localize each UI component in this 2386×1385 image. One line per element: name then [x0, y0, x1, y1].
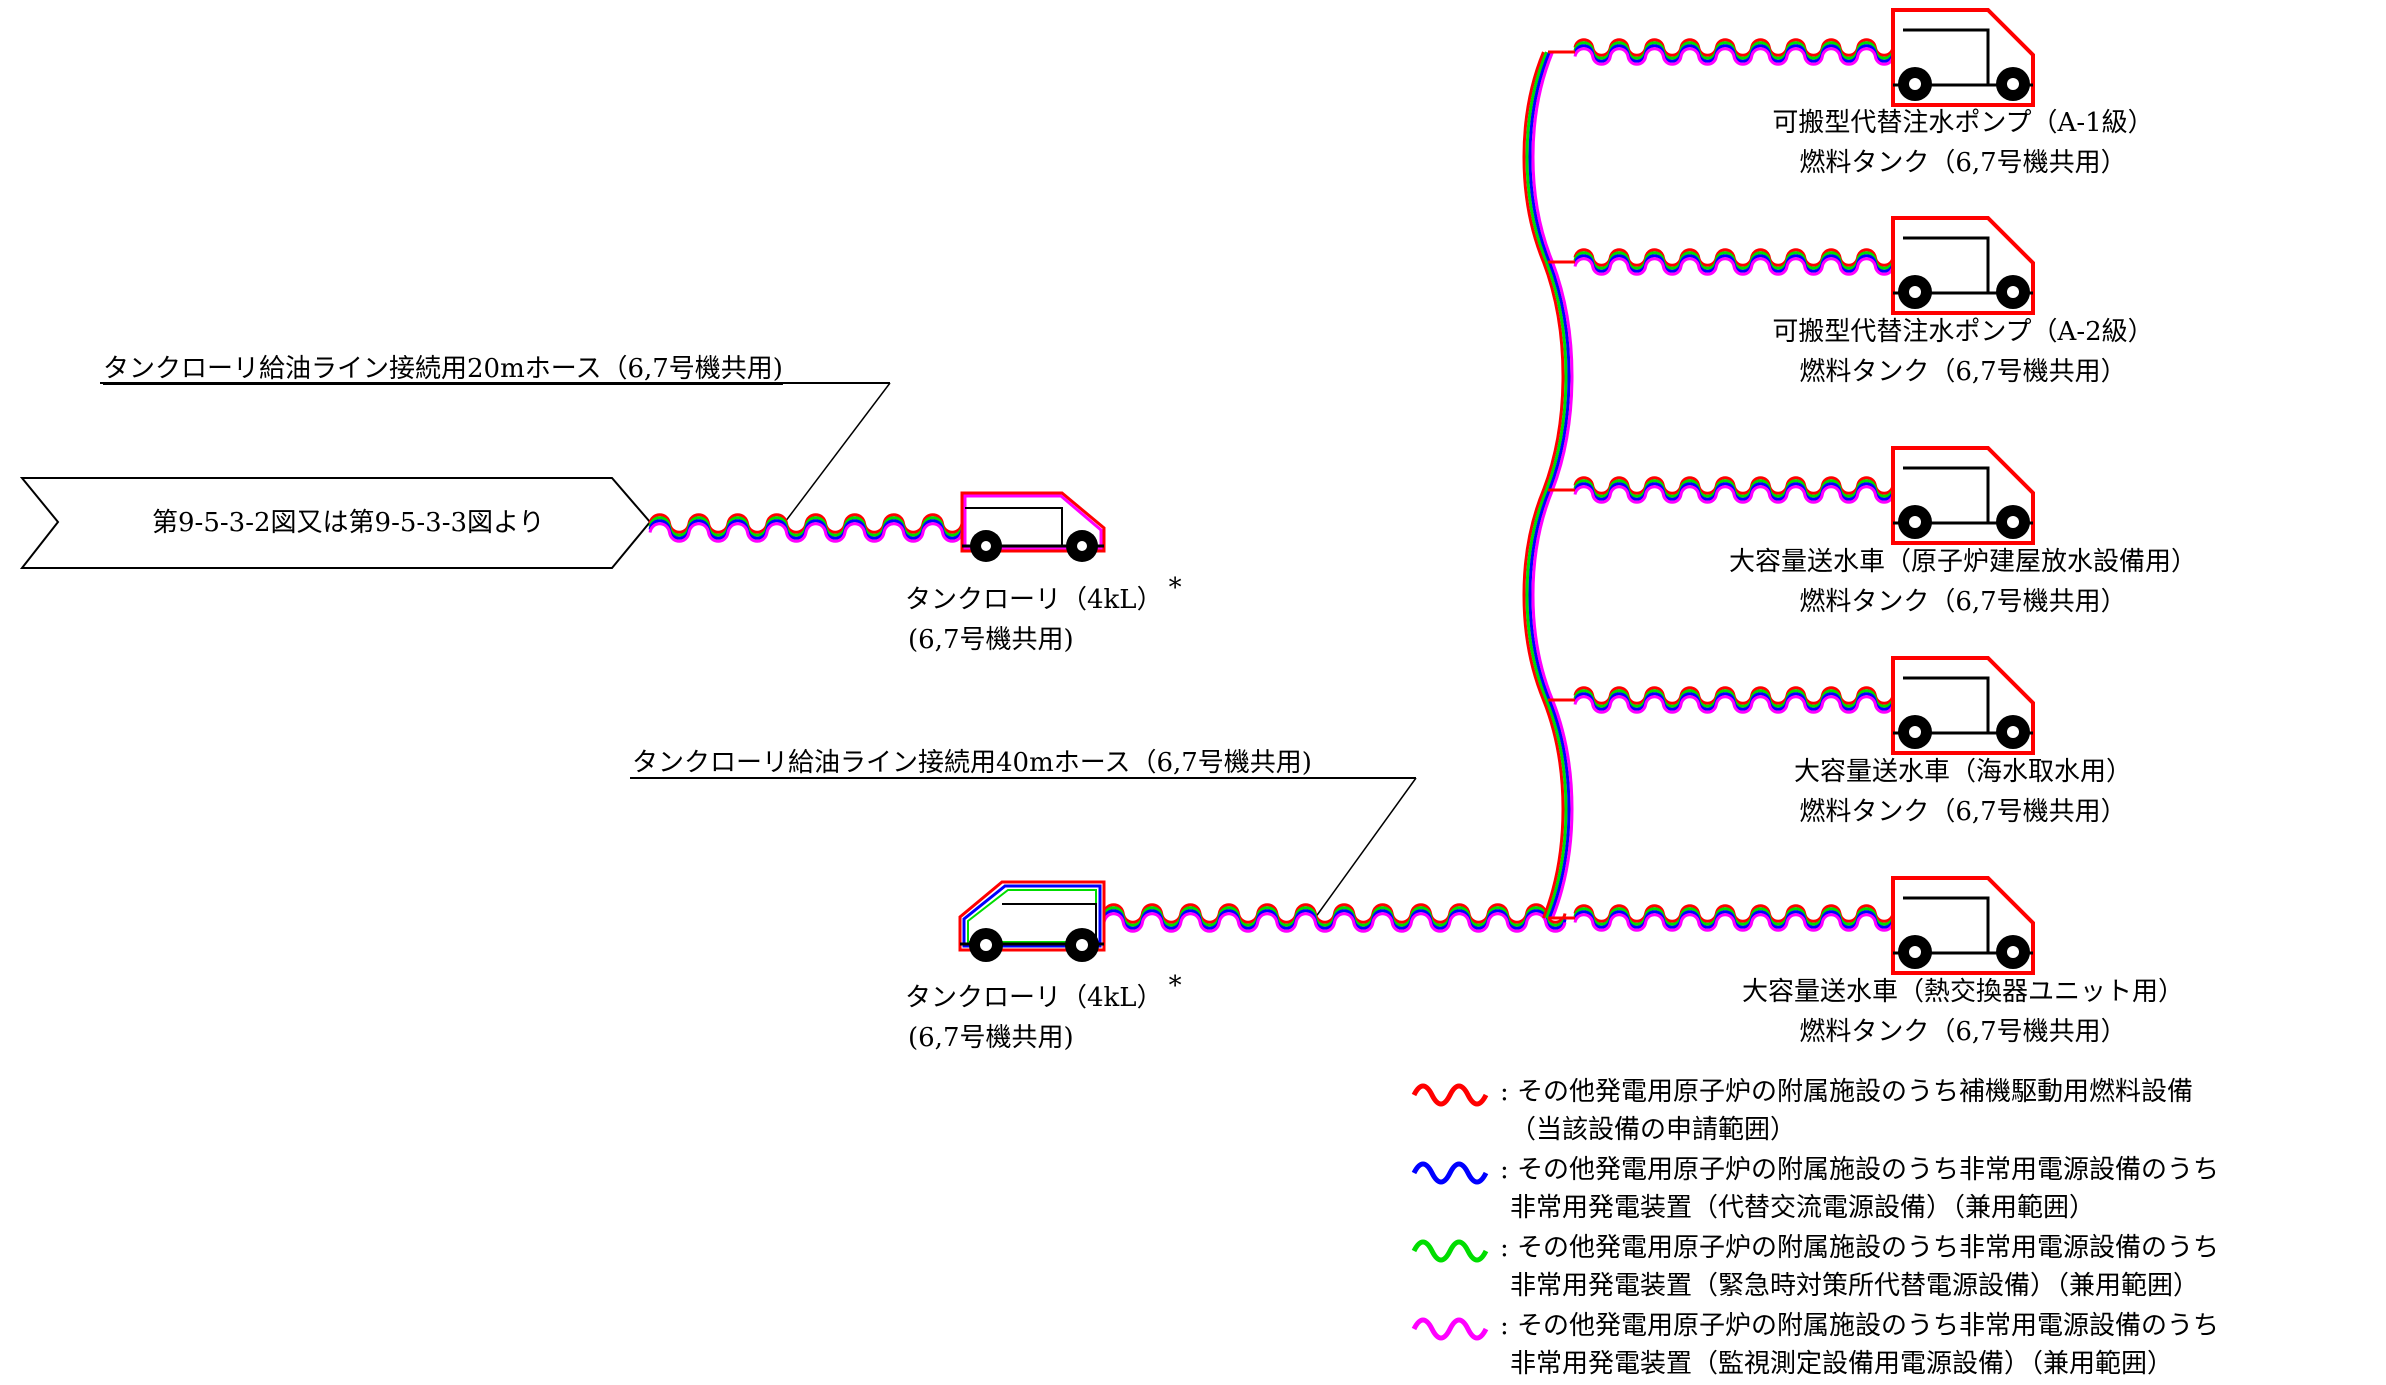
legend-green-line2: 非常用発電装置（緊急時対策所代替電源設備）（兼用範囲） [1510, 1271, 2200, 1301]
hose-20m [648, 522, 964, 543]
tank-lorry-2-label: タンクローリ（4kL）* [905, 971, 1182, 1018]
hose-40m-leader [1314, 777, 1417, 919]
destination-4-line1: 大容量送水車（海水取水用） [1793, 757, 2133, 787]
destination-truck-icon-3 [1891, 446, 2035, 545]
destination-3-line1: 大容量送水車（原子炉建屋放水設備用） [1728, 547, 2198, 577]
destination-truck-icon-1 [1891, 8, 2035, 107]
hose-40m-label: タンクローリ給油ライン接続用40mホース（6,7号機共用) [632, 748, 1312, 778]
legend-red-line1: : その他発電用原子炉の附属施設のうち補機駆動用燃料設備 [1500, 1077, 2194, 1107]
destination-4-line2: 燃料タンク（6,7号機共用） [1799, 797, 2127, 827]
source-reference-box [19, 477, 652, 569]
wavy-line-blue-icon [1411, 1161, 1489, 1185]
hose-lines [648, 38, 1895, 933]
hose-trunk [1525, 51, 1568, 919]
hose-40m [1102, 912, 1567, 933]
hose-branch-1 [1573, 47, 1895, 66]
tank-lorry-2-name: タンクローリ（4kL） [905, 983, 1163, 1013]
tank-lorry-2-asterisk: * [1168, 971, 1182, 1001]
hose-branch-3 [1573, 485, 1895, 504]
destination-5-line1: 大容量送水車（熱交換器ユニット用） [1741, 977, 2185, 1007]
wavy-line-green-icon [1411, 1239, 1489, 1263]
legend-green-line1: : その他発電用原子炉の附属施設のうち非常用電源設備のうち [1500, 1233, 2220, 1263]
tank-lorry-1-share: (6,7号機共用) [908, 625, 1074, 655]
tank-lorry-1-asterisk: * [1168, 573, 1182, 603]
legend-magenta-line2: 非常用発電装置（監視測定設備用電源設備）（兼用範囲） [1510, 1349, 2174, 1379]
legend-magenta-line1: : その他発電用原子炉の附属施設のうち非常用電源設備のうち [1500, 1311, 2220, 1341]
tank-lorry-2-icon [958, 880, 1106, 962]
destination-1-line2: 燃料タンク（6,7号機共用） [1799, 148, 2127, 178]
tank-lorry-2-share: (6,7号機共用) [908, 1023, 1074, 1053]
destination-3-line2: 燃料タンク（6,7号機共用） [1799, 587, 2127, 617]
hose-20m-label: タンクローリ給油ライン接続用20mホース（6,7号機共用) [103, 354, 783, 384]
legend-red-line2: （当該設備の申請範囲） [1510, 1115, 1797, 1145]
tank-lorry-1-icon [960, 491, 1106, 562]
legend-blue-line2: 非常用発電装置（代替交流電源設備）（兼用範囲） [1510, 1193, 2096, 1223]
hose-branch-2 [1573, 257, 1895, 276]
destination-1-line1: 可搬型代替注水ポンプ（A-1級） [1772, 108, 2154, 138]
destination-truck-icon-4 [1891, 656, 2035, 755]
wavy-line-magenta-icon [1411, 1317, 1489, 1341]
hose-branch-4 [1573, 695, 1895, 714]
tank-lorry-1-name: タンクローリ（4kL） [905, 585, 1163, 615]
legend-blue-line1: : その他発電用原子炉の附属施設のうち非常用電源設備のうち [1500, 1155, 2220, 1185]
hose-20m-leader [784, 382, 891, 523]
source-reference-label: 第9-5-3-2図又は第9-5-3-3図より [152, 508, 545, 538]
destination-2-line1: 可搬型代替注水ポンプ（A-2級） [1772, 317, 2154, 347]
destination-truck-icon-5 [1891, 876, 2035, 975]
destination-2-line2: 燃料タンク（6,7号機共用） [1799, 357, 2127, 387]
hose-branch-5 [1573, 913, 1895, 932]
hose-trunk [1522, 51, 1565, 919]
tank-lorry-1-label: タンクローリ（4kL）* [905, 573, 1182, 620]
wavy-line-red-icon [1411, 1083, 1489, 1107]
destination-truck-icon-2 [1891, 216, 2035, 315]
destination-5-line2: 燃料タンク（6,7号機共用） [1799, 1017, 2127, 1047]
